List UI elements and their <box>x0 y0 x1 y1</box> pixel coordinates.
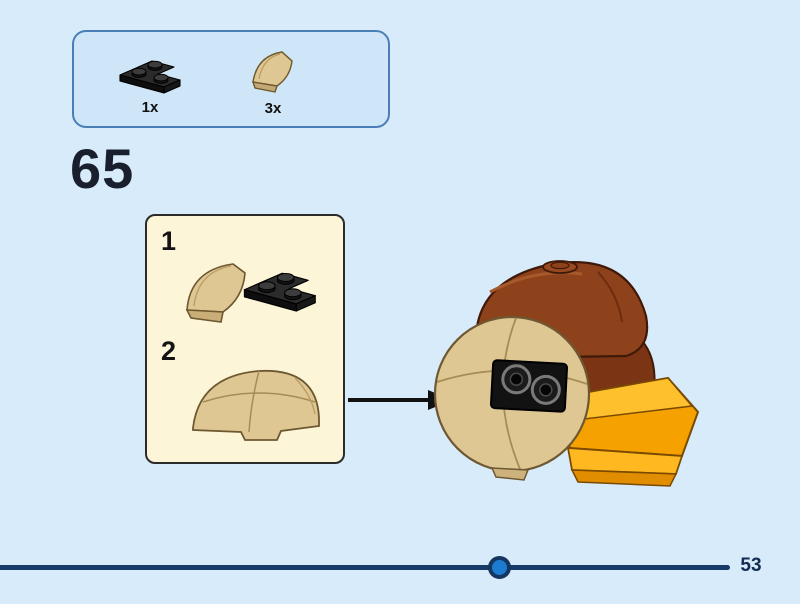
part-item-curved-slope: 3x <box>244 42 302 117</box>
instruction-box: 1 2 <box>145 214 345 464</box>
part-item-corner-plate: 1x <box>112 43 188 116</box>
substep-1-number: 1 <box>161 226 177 256</box>
eye-plate <box>489 359 569 413</box>
progress-thumb[interactable] <box>488 556 511 579</box>
step-number: 65 <box>70 137 135 200</box>
part-count-label: 3x <box>264 99 282 117</box>
black-corner-plate-icon <box>119 59 181 94</box>
substep-1-figure <box>185 263 316 323</box>
parts-panel: 1x 3x <box>72 30 390 128</box>
part-count-label: 1x <box>141 98 159 116</box>
substep-2-figure <box>192 370 320 441</box>
progress-track[interactable] <box>0 565 730 570</box>
substep-2-number: 2 <box>161 336 177 366</box>
model-preview <box>433 260 700 487</box>
tan-curved-slope-icon <box>251 50 293 93</box>
page-number: 53 <box>740 555 762 576</box>
